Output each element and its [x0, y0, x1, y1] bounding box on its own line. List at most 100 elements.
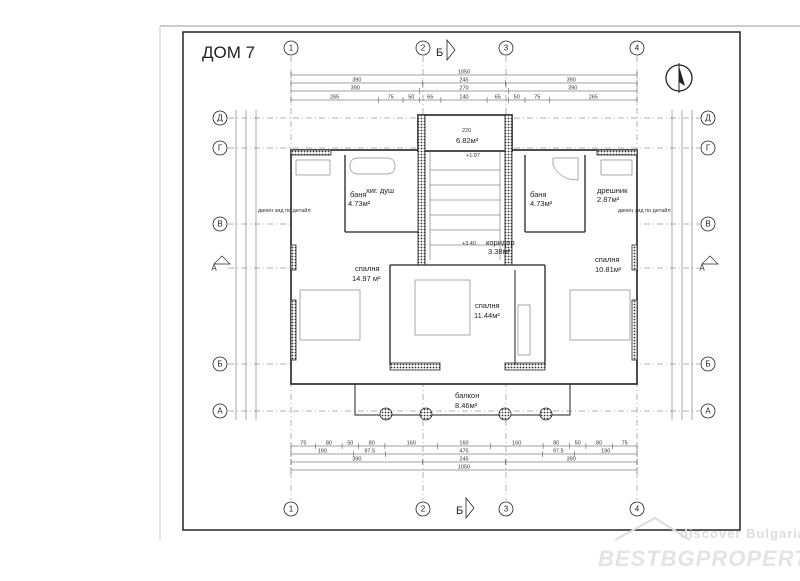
axis-bubble-row: Д [700, 110, 716, 126]
room-area: 2.87м² [597, 195, 620, 204]
dimension-value: 160 [407, 441, 416, 447]
room-area: 4.73м² [530, 199, 553, 208]
dimension-value: 190 [318, 449, 327, 455]
room-area: 11.44м² [474, 311, 500, 320]
axis-bubble-row: Д [212, 110, 228, 126]
axis-label: Б [217, 360, 222, 369]
section-mark-top: Б [436, 38, 456, 62]
axis-bubble-row: Г [700, 140, 716, 156]
section-mark-bottom: Б [456, 496, 475, 520]
dimension-value: 475 [459, 449, 468, 455]
axis-label: 3 [504, 44, 509, 53]
axis-label: 2 [421, 44, 426, 53]
section-label: А [699, 264, 705, 273]
axis-label: 2 [421, 505, 426, 514]
axis-bubble-column: 2 [415, 40, 431, 56]
room-area: 3.38м² [488, 247, 511, 256]
dimension-value: 50 [514, 95, 520, 101]
axis-bubble-row: А [699, 255, 719, 273]
axis-label: Б [705, 360, 710, 369]
axis-bubble-row: Г [212, 140, 228, 156]
watermark-line1: discover Bulgaria [680, 526, 800, 541]
axis-label: 4 [635, 44, 640, 53]
level-mark: +3.40 [462, 241, 476, 247]
axis-bubble-column: 3 [498, 501, 514, 517]
dimension-value: 270 [459, 86, 468, 92]
dimension-value: 80 [369, 441, 375, 447]
axis-bubble-column: 4 [629, 40, 645, 56]
room-name: баня [530, 190, 547, 199]
axis-bubble-column: 2 [415, 501, 431, 517]
room-name: дрешник [597, 186, 628, 195]
axis-bubble-row: А [700, 403, 716, 419]
dimension-value: 390 [567, 457, 576, 463]
dimension-value: 75 [534, 95, 540, 101]
axis-label: А [217, 407, 223, 416]
axis-bubble-row: В [700, 216, 716, 232]
axis-label: 4 [635, 505, 640, 514]
dimension-value: 65 [495, 95, 501, 101]
dimension-value: 1050 [458, 465, 470, 471]
section-label: Б [456, 505, 463, 517]
dimension-value: 80 [553, 441, 559, 447]
axis-label: 1 [289, 505, 294, 514]
room-name: спалня [355, 264, 380, 273]
axis-label: В [705, 220, 710, 229]
room-name: спалня [595, 255, 620, 264]
room-name: балкон [455, 391, 479, 400]
axis-bubble-row: А [211, 255, 231, 273]
axis-bubble-row: В [212, 216, 228, 232]
axis-bubble-column: 3 [498, 40, 514, 56]
room-area: 14.97 м² [352, 274, 381, 283]
room-name: баня [350, 190, 367, 199]
dimension-value: 97.5 [364, 449, 375, 455]
dimension-value: 390 [352, 457, 361, 463]
dimension-value: 390 [351, 86, 360, 92]
dimension-value: 65 [427, 95, 433, 101]
axis-bubble-column: 4 [629, 501, 645, 517]
dimension-value: 75 [388, 95, 394, 101]
dimension-value: 1050 [458, 70, 470, 76]
dimension-value: 50 [347, 441, 353, 447]
drawing-frame [182, 31, 741, 531]
dimension-value: 75 [622, 441, 628, 447]
dimension-value: 50 [575, 441, 581, 447]
north-arrow-icon [665, 63, 693, 93]
axis-bubble-row: Б [700, 356, 716, 372]
dimension-value: 245 [459, 457, 468, 463]
double-wall-note: двоен зид по детайл [258, 207, 311, 214]
dimension-value: 75 [300, 441, 306, 447]
dimension-value: 390 [568, 86, 577, 92]
building-walls [290, 114, 638, 421]
axis-label: Д [705, 114, 711, 123]
dimension-value: 97.5 [553, 449, 564, 455]
room-area: 4.73м² [348, 199, 371, 208]
watermark-logo: discover Bulgaria BESTBGPROPERTIES [598, 516, 800, 571]
axis-label: Г [218, 144, 223, 153]
axis-label: 3 [504, 505, 509, 514]
dimension-value: 390 [352, 78, 361, 84]
axis-bubble-column: 1 [283, 501, 299, 517]
axis-bubble-row: Б [212, 356, 228, 372]
room-area: 8.46м² [455, 401, 478, 410]
axis-bubble-column: 1 [283, 40, 299, 56]
room-name: спалня [475, 301, 500, 310]
axis-label: В [217, 220, 222, 229]
dimension-value: 190 [601, 449, 610, 455]
dimension-value: 80 [596, 441, 602, 447]
dimension-value: 265 [589, 95, 598, 101]
drawing-title: ДОМ 7 [202, 43, 255, 62]
level-mark: +1.97 [466, 153, 480, 159]
dimension-value: 50 [408, 95, 414, 101]
room-name: коридор [486, 238, 515, 247]
stair-width: 220 [462, 128, 471, 134]
axis-label: А [705, 407, 711, 416]
dimension-value: 245 [459, 78, 468, 84]
dimension-value: 160 [459, 441, 468, 447]
dimension-value: 160 [512, 441, 521, 447]
axis-label: Д [217, 114, 223, 123]
dimension-value: 140 [459, 95, 468, 101]
room-labels: баня 4.73м² хиг. душ 220 6.82м² баня 4.7… [258, 128, 671, 410]
room-area: 10.81м² [595, 265, 622, 274]
